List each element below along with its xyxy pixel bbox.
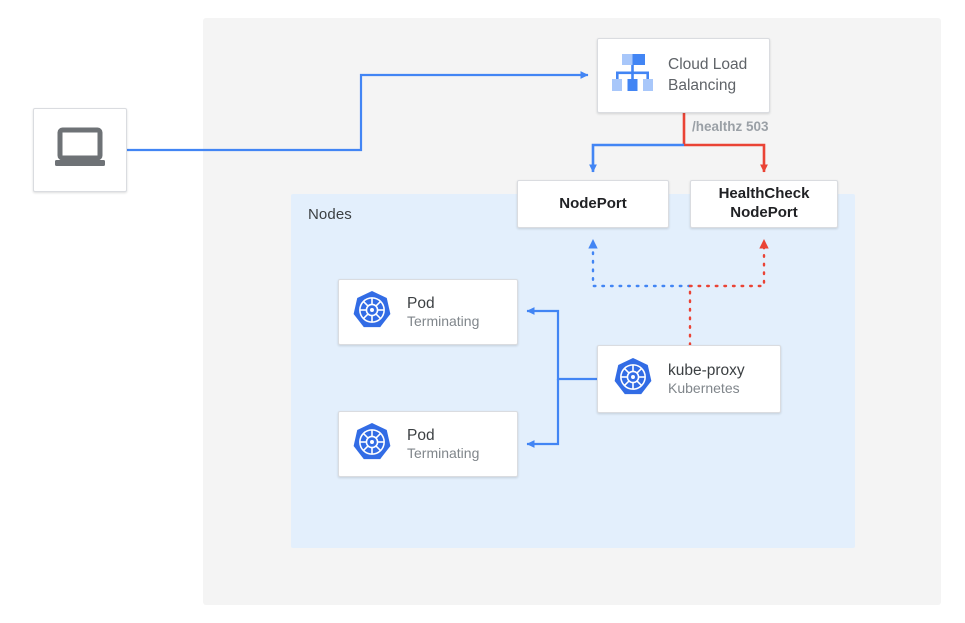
healthcheck-nodeport-box: HealthCheck NodePort [690, 180, 838, 228]
nodeport-box: NodePort [517, 180, 669, 228]
pod-box-2: Pod Terminating [338, 411, 518, 477]
pod-box-1: Pod Terminating [338, 279, 518, 345]
cloud-load-balancing-box: Cloud Load Balancing [597, 38, 770, 113]
cloud-load-balancing-line2: Balancing [668, 76, 737, 94]
kubernetes-icon [351, 421, 393, 468]
pod-1-text: Pod Terminating [407, 294, 479, 331]
healthcheck-nodeport-line1: HealthCheck [718, 185, 810, 203]
kubernetes-icon [612, 356, 654, 403]
laptop-icon [53, 127, 107, 174]
pod-1-title: Pod [407, 294, 435, 312]
healthz-edge-label: /healthz 503 [692, 119, 769, 134]
kube-proxy-subtitle: Kubernetes [668, 379, 740, 396]
pod-2-text: Pod Terminating [407, 426, 479, 463]
cloud-load-balancing-icon [608, 51, 654, 100]
pod-1-subtitle: Terminating [407, 312, 480, 329]
nodes-group-label: Nodes [308, 206, 352, 223]
healthcheck-nodeport-label: HealthCheck NodePort [719, 185, 810, 223]
cloud-load-balancing-label: Cloud Load Balancing [668, 55, 747, 95]
cloud-load-balancing-line1: Cloud Load [668, 56, 748, 74]
healthcheck-nodeport-line2: NodePort [730, 204, 798, 221]
kubernetes-icon [351, 289, 393, 336]
pod-2-title: Pod [407, 426, 435, 444]
kube-proxy-title: kube-proxy [668, 361, 745, 379]
kube-proxy-box: kube-proxy Kubernetes [597, 345, 781, 413]
nodeport-label: NodePort [559, 194, 627, 212]
kube-proxy-text: kube-proxy Kubernetes [668, 361, 745, 398]
client-device-box [33, 108, 127, 192]
pod-2-subtitle: Terminating [407, 444, 480, 461]
